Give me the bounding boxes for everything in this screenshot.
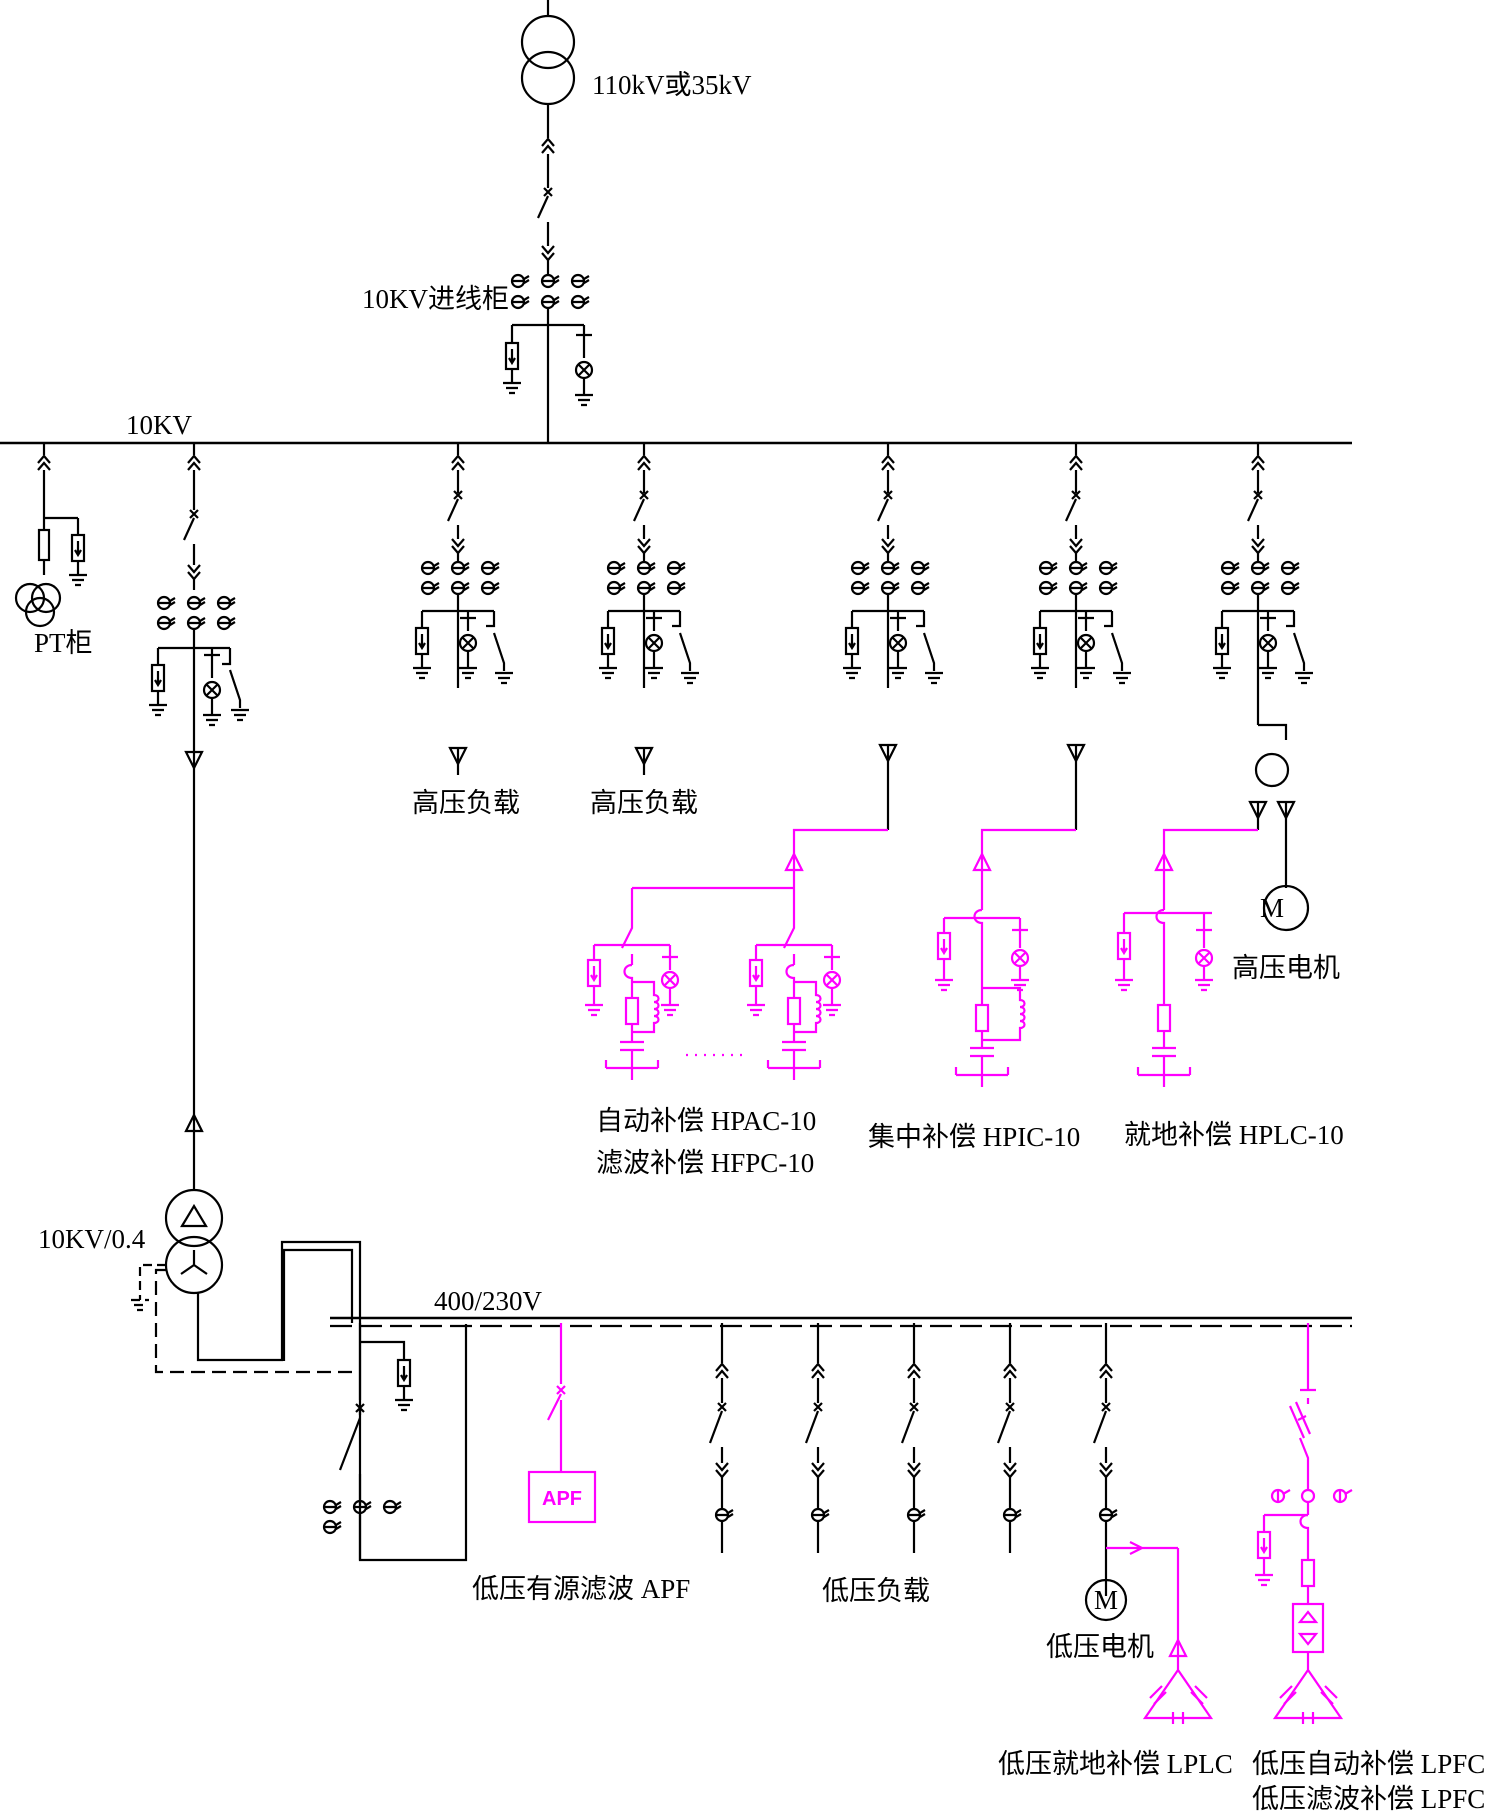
feeder-hv-load-1: [413, 443, 513, 775]
lv-local-comp-branch: [1106, 1541, 1214, 1724]
lv-motor-feeder: [1084, 1323, 1128, 1622]
feeder-hv-motor: [1213, 443, 1313, 932]
source-transformer-primary: [520, 14, 576, 70]
main-transformer-delta: [164, 1188, 224, 1248]
apf-box-label: APF: [542, 1488, 582, 1510]
local-comp-bank: [1113, 828, 1258, 1087]
label-auto-comp: 自动补偿 HPAC-10: [596, 1106, 816, 1136]
labels: 110kV或35kV 10KV进线柜 10KV PT柜 高压负载 高压负载 高压…: [34, 70, 1485, 1814]
motor-ct: [1254, 752, 1290, 788]
label-hv-load-2: 高压负载: [590, 788, 698, 818]
label-filter-comp: 滤波补偿 HFPC-10: [596, 1148, 814, 1178]
pt-cabinet: [14, 443, 89, 628]
label-lv-auto-comp: 低压自动补偿 LPFC: [1252, 1749, 1485, 1779]
label-pt-cabinet: PT柜: [34, 628, 93, 658]
label-bus-10kv: 10KV: [126, 410, 192, 440]
label-lv-motor: 低压电机: [1046, 1632, 1154, 1662]
auto-comp-banks: [585, 828, 888, 1080]
hv-motor-symbol: [1262, 884, 1310, 932]
label-lv-local-comp: 低压就地补偿 LPLC: [998, 1749, 1233, 1779]
lv-motor-symbol: [1084, 1578, 1128, 1622]
lv-motor-letter: M: [1094, 1585, 1118, 1615]
lv-load-feeders: [708, 1323, 1128, 1622]
central-comp-bank: [933, 828, 1076, 1087]
label-transformer: 10KV/0.4: [38, 1224, 146, 1254]
label-hv-motor: 高压电机: [1232, 953, 1340, 983]
lv-compensation: [527, 1323, 1353, 1724]
hv-motor-letter: M: [1260, 893, 1284, 923]
label-bus-lv: 400/230V: [434, 1286, 543, 1316]
label-lv-filter-comp: 低压滤波补偿 LPFC: [1252, 1784, 1485, 1814]
label-hv-load-1: 高压负载: [412, 788, 520, 818]
label-lv-load: 低压负载: [822, 1576, 930, 1606]
lv-auto-comp-branch: [1253, 1323, 1353, 1724]
lv-apf-branch: [527, 1323, 597, 1524]
feeder-hv-load-2: [599, 443, 699, 775]
label-central-comp: 集中补偿 HPIC-10: [868, 1122, 1080, 1152]
incoming-ct-group: [510, 273, 591, 310]
source-transformer-secondary: [520, 50, 576, 106]
feeder-central-comp: [1031, 443, 1131, 830]
hv-section: [0, 0, 1352, 1190]
label-lv-apf: 低压有源滤波 APF: [472, 1574, 690, 1604]
lv-section: [131, 1188, 1352, 1622]
label-incoming-cabinet: 10KV进线柜: [362, 284, 509, 314]
feeder-transformer: [147, 443, 251, 1190]
label-source: 110kV或35kV: [592, 70, 752, 100]
label-local-comp: 就地补偿 HPLC-10: [1124, 1120, 1344, 1150]
hv-compensation: [585, 828, 1258, 1087]
feeder-auto-comp: [843, 443, 943, 830]
